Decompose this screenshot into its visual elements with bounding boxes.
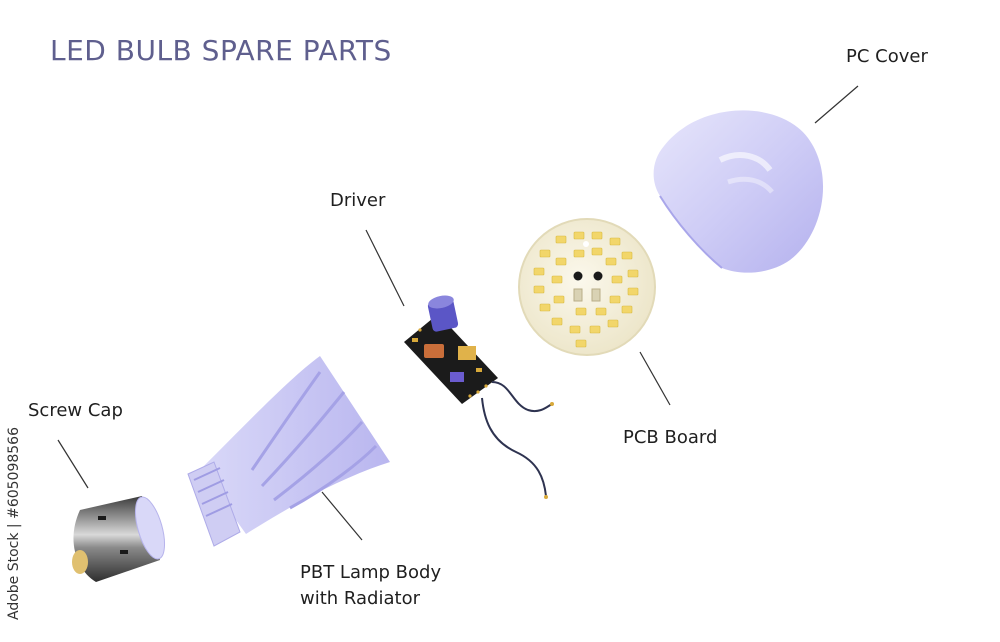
pcb-board-leader <box>639 351 671 406</box>
driver-board <box>404 295 498 404</box>
wire-tips <box>544 402 554 499</box>
label-lamp-body-line2: with Radiator <box>300 588 420 609</box>
label-driver: Driver <box>330 190 386 211</box>
label-lamp-body-line1: PBT Lamp Body <box>300 562 442 583</box>
driver-leader <box>365 229 405 307</box>
leader-lines <box>57 85 859 541</box>
label-lamp-body: PBT Lamp Body with Radiator <box>300 560 441 612</box>
screw-cap-leader <box>57 439 89 489</box>
diagram-title: LED BULB SPARE PARTS <box>50 34 392 67</box>
pc-cover-leader <box>814 85 859 124</box>
watermark-side-text: Adobe Stock | #605098566 <box>6 427 22 620</box>
led-chips <box>533 231 639 348</box>
driver-wires <box>481 381 553 497</box>
lamp-body-leader <box>321 491 363 541</box>
lamp-body <box>187 356 390 547</box>
label-pcb-board: PCB Board <box>623 427 718 448</box>
screw-cap <box>72 496 166 582</box>
pcb-board-disc <box>518 218 656 356</box>
label-screw-cap: Screw Cap <box>28 400 123 421</box>
label-pc-cover: PC Cover <box>846 46 928 67</box>
pc-cover-dome <box>653 110 824 273</box>
